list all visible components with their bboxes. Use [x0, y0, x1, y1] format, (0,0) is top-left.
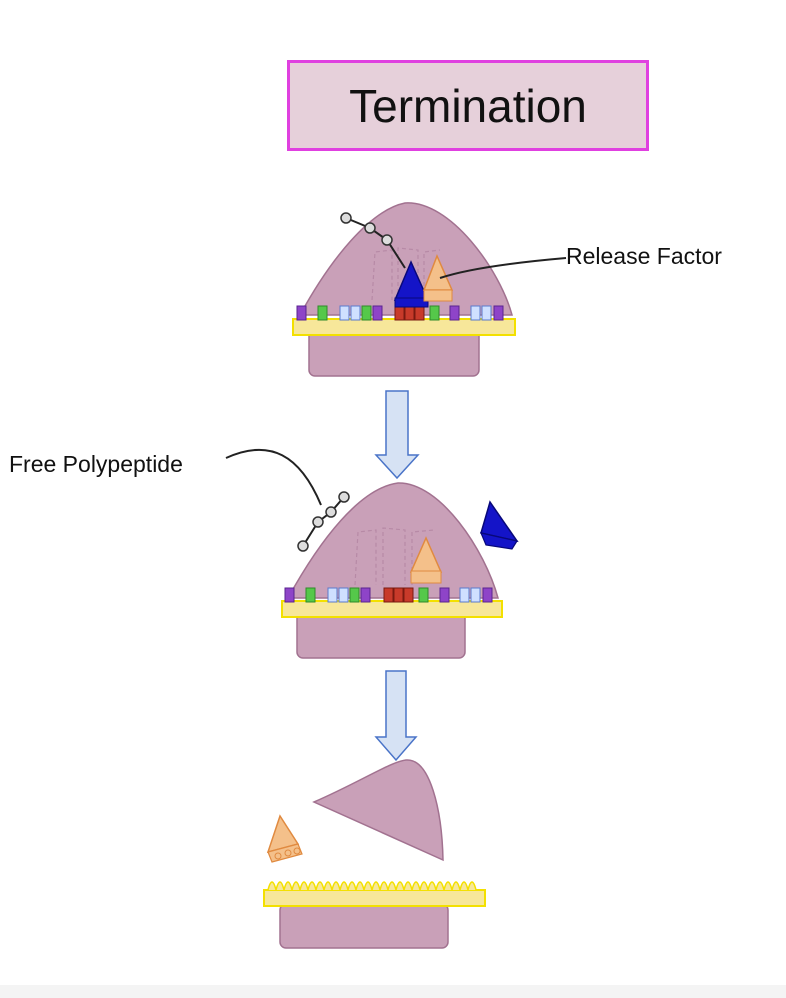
free-polypeptide-label: Free Polypeptide: [9, 451, 183, 477]
large-subunit: [286, 482, 499, 599]
codons: [296, 305, 504, 321]
stage-2-ribosome: [225, 448, 519, 659]
mrna-strand: [292, 318, 516, 336]
title-box: Termination: [287, 60, 649, 151]
title-text: Termination: [349, 79, 587, 132]
small-subunit: [296, 611, 466, 659]
codons: [267, 881, 477, 891]
mrna-strand: [281, 600, 503, 618]
release-factor-label: Release Factor: [566, 243, 722, 269]
binding-sites: [371, 247, 441, 301]
trna-icon: [266, 814, 303, 863]
down-arrow-2: [374, 670, 418, 762]
mrna-strand: [263, 889, 486, 907]
release-factor-leader: [439, 257, 567, 279]
stage-1-ribosome: [292, 202, 567, 377]
polypeptide-chain: [340, 212, 406, 269]
down-arrow-1: [374, 390, 420, 480]
release-factor-icon: [480, 500, 519, 550]
bottom-strip: [0, 985, 786, 998]
large-subunit: [298, 202, 513, 316]
trna-anticodon: [410, 570, 442, 584]
binding-sites: [354, 527, 435, 586]
small-subunit: [279, 903, 449, 949]
trna-anticodon: [423, 289, 453, 302]
free-polypeptide-leader: [225, 448, 322, 506]
codons: [284, 587, 493, 603]
release-factor-base: [394, 297, 429, 308]
small-subunit: [308, 329, 480, 377]
polypeptide-chain: [297, 491, 350, 552]
stage-3-dissociated: [263, 759, 486, 949]
large-subunit: [312, 759, 444, 862]
